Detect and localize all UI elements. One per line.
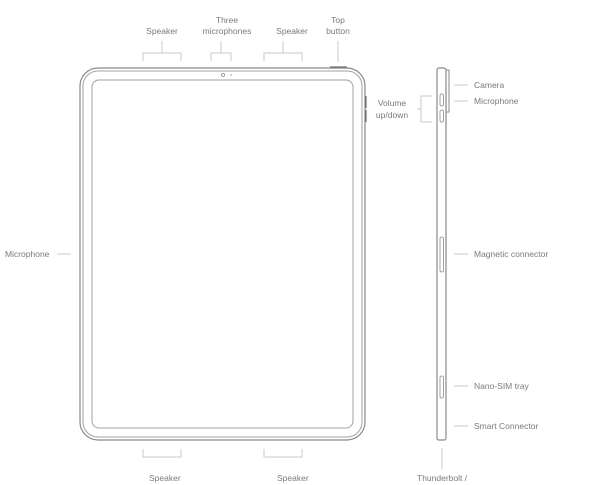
sensor-dot bbox=[230, 74, 232, 76]
label-camera: Camera bbox=[474, 80, 505, 90]
volume-up-button bbox=[439, 93, 444, 107]
ipad-side-view bbox=[436, 67, 450, 441]
bracket-microphones bbox=[210, 41, 232, 61]
label-magnetic-connector: Magnetic connector bbox=[474, 249, 548, 259]
label-top-button-2: button bbox=[326, 26, 350, 36]
ipad-front-view bbox=[79, 66, 367, 441]
bracket-speaker-top-left bbox=[142, 41, 182, 61]
ipad-screen bbox=[91, 79, 354, 429]
label-microphones-2: microphones bbox=[203, 26, 252, 36]
label-volume-2: up/down bbox=[376, 110, 408, 120]
bracket-volume bbox=[417, 95, 432, 123]
label-thunderbolt: Thunderbolt / bbox=[417, 473, 468, 483]
label-speaker-bottom-left: Speaker bbox=[149, 473, 181, 483]
magnetic-connector bbox=[439, 236, 444, 273]
ipad-bezel-edge bbox=[82, 70, 363, 438]
label-speaker-top-right: Speaker bbox=[276, 26, 308, 36]
ipad-body bbox=[79, 67, 366, 441]
ipad-side-body bbox=[436, 67, 447, 441]
nano-sim-tray bbox=[439, 375, 444, 399]
label-smart-connector: Smart Connector bbox=[474, 421, 538, 431]
label-speaker-bottom-right: Speaker bbox=[277, 473, 309, 483]
label-microphone-side: Microphone bbox=[474, 96, 519, 106]
label-volume-1: Volume bbox=[378, 98, 407, 108]
label-nano-sim: Nano-SIM tray bbox=[474, 381, 530, 391]
volume-down-button bbox=[439, 109, 444, 123]
label-microphone-left: Microphone bbox=[5, 249, 50, 259]
bracket-speaker-bottom-right bbox=[263, 449, 303, 458]
front-camera-icon bbox=[220, 72, 226, 78]
label-microphones-1: Three bbox=[216, 15, 238, 25]
label-top-button-1: Top bbox=[331, 15, 345, 25]
label-speaker-top-left: Speaker bbox=[146, 26, 178, 36]
bracket-speaker-bottom-left bbox=[142, 449, 182, 458]
bracket-speaker-top-right bbox=[263, 41, 303, 61]
